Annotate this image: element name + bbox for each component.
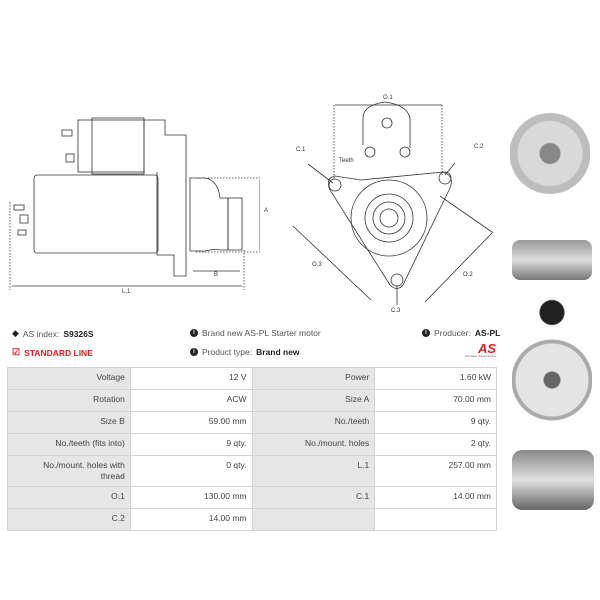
producer-label: Producer: (434, 328, 471, 338)
spec-label: C.2 (7, 508, 131, 531)
checkbox-icon: ☑ (12, 347, 21, 357)
spec-label: Size B (7, 411, 131, 434)
front-view-drawing (292, 101, 494, 305)
spec-value: 9 qty. (129, 433, 253, 456)
table-row: No./teeth (fits into)9 qty.No./mount. ho… (7, 433, 497, 456)
spec-value: 1.60 kW (374, 367, 497, 390)
standard-line: ☑ STANDARD LINE (12, 347, 93, 358)
producer-value: AS-PL (474, 328, 501, 338)
spec-label: O.1 (7, 486, 131, 509)
spec-value: 70.00 mm (374, 389, 497, 412)
as-index-label: AS index: (22, 328, 60, 339)
dim-o3-label: O.3 (312, 262, 322, 268)
spec-label: C.1 (251, 486, 376, 509)
info-icon: i (190, 329, 198, 337)
spec-label: No./mount. holes with thread (7, 455, 131, 487)
spec-label: No./teeth (251, 411, 376, 434)
dim-a-label: A (264, 208, 269, 214)
spec-value: 9 qty. (374, 411, 497, 434)
product-type-value: Brand new (256, 347, 300, 357)
standard-line-label: STANDARD LINE (24, 347, 93, 358)
spec-value: 12 V (129, 367, 253, 390)
spec-value (374, 508, 497, 531)
spec-value: 130.00 mm (129, 486, 253, 509)
side-view-drawing (9, 117, 260, 290)
dim-o1-label: O.1 (383, 95, 393, 101)
description-text: Brand new AS-PL Starter motor (202, 328, 321, 338)
dim-c3-label: C.3 (391, 308, 401, 314)
spec-label: No./teeth (fits into) (7, 433, 131, 456)
spec-value: ACW (129, 389, 253, 412)
producer: i Producer:AS-PL (422, 328, 500, 338)
spec-value: 59.00 mm (129, 411, 253, 434)
dim-c1-label: C.1 (296, 147, 306, 153)
spec-label: Rotation (7, 389, 131, 412)
spec-value: 14.00 mm (129, 508, 253, 531)
spec-value: 257.00 mm (374, 455, 497, 487)
tag-icon: ◆ (12, 328, 19, 338)
spec-label: Power (251, 367, 376, 390)
product-photo-rear (512, 290, 592, 440)
dim-o2-label: O.2 (463, 272, 473, 278)
product-photo-side-2 (512, 450, 594, 510)
dim-l1-label: L.1 (122, 289, 131, 295)
as-index-value: S9326S (63, 328, 94, 339)
logo-text: AS (477, 341, 496, 356)
spec-label (251, 508, 376, 531)
product-type: i Product type:Brand new (190, 347, 300, 357)
spec-label: Voltage (7, 367, 131, 390)
teeth-label: Teeth (339, 158, 354, 164)
logo-tagline: Alternators, Starters & Parts (464, 355, 496, 358)
spec-value: 0 qty. (129, 455, 253, 487)
spec-value: 14.00 mm (374, 486, 497, 509)
product-photo-front (510, 95, 590, 225)
dim-b-label: B (214, 272, 219, 278)
description: i Brand new AS-PL Starter motor (190, 328, 321, 338)
spec-label: Size A (251, 389, 376, 412)
product-type-label: Product type: (202, 347, 253, 357)
as-pl-logo: AS Alternators, Starters & Parts (448, 342, 496, 358)
product-photo-side (512, 240, 592, 280)
spec-value: 2 qty. (374, 433, 497, 456)
info-icon: i (190, 348, 198, 356)
dim-c2-label: C.2 (474, 144, 484, 150)
as-index: ◆ AS index:S9326S (12, 328, 94, 339)
spec-label: L.1 (251, 455, 376, 487)
spec-label: No./mount. holes (251, 433, 376, 456)
info-icon: i (422, 329, 430, 337)
